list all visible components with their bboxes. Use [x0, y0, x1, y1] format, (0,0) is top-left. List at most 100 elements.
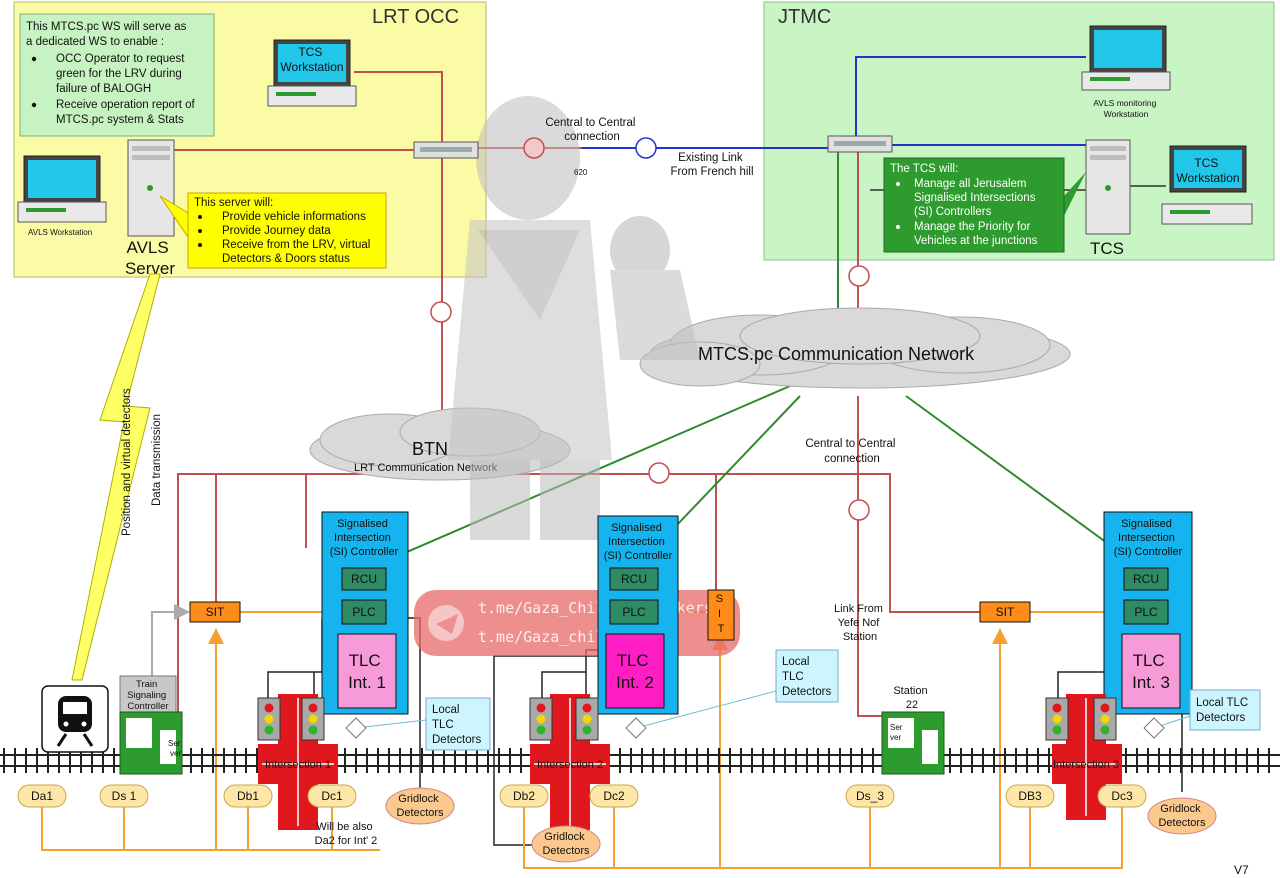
svg-text:TLC Int. 2: TLC Int. 2	[616, 651, 654, 692]
intersection-1: Intersection 1	[258, 694, 338, 830]
si-controller-1: Signalised Intersection (SI) Controller …	[321, 511, 409, 715]
traffic-light-icon	[1045, 697, 1069, 741]
avls-server-icon	[127, 139, 175, 237]
svg-text:Ser ver: Ser ver	[168, 739, 183, 758]
detector-pill: Ds 1	[99, 784, 149, 808]
occ-tcs-workstation-label: TCS Workstation	[280, 45, 343, 74]
gridlock-detectors-1: Gridlock Detectors	[385, 787, 455, 825]
radio-label-1: Position and virtual detectors	[121, 388, 133, 536]
btn-label: BTN	[412, 439, 448, 459]
svg-text:Intersection 2: Intersection 2	[537, 759, 603, 771]
detector-pill: Db2	[499, 784, 549, 808]
detector-label: Da1	[31, 789, 53, 803]
gridlock-detectors-3: Gridlock Detectors	[1147, 797, 1217, 835]
jtmc-tcs-note: The TCS will: Manage all Jerusalem Signa…	[883, 157, 1086, 253]
lrt-occ-title: LRT OCC	[372, 6, 459, 28]
jtmc-tcs-workstation-label: TCS Workstation	[1176, 156, 1239, 185]
svg-text:TLC Int. 3: TLC Int. 3	[1132, 651, 1170, 692]
c2c-mid-label: Central to Central connection	[805, 438, 898, 465]
svg-text:Signalised Intersection: Signalised Intersection (SI) Controller	[1114, 518, 1183, 558]
detector-label: Dc3	[1111, 789, 1133, 803]
svg-text:Station 22: Station 22	[893, 685, 930, 711]
sit-box-1: SIT	[189, 601, 241, 623]
train-signaling-controller: Train Signaling Controller Ser ver	[119, 675, 183, 775]
c2c-top-label: Central to Central connection	[545, 117, 638, 143]
svg-text:SIT: SIT	[206, 605, 225, 619]
svg-text:S I T: S I T	[716, 593, 726, 635]
link-node-icons	[430, 137, 870, 521]
detector-pill: Dc3	[1097, 784, 1147, 808]
jtmc-tcs-workstation-icon	[1161, 145, 1253, 225]
watermark-figure	[448, 96, 700, 540]
traffic-light-icons	[257, 697, 1117, 741]
svg-text:Gridlock Detectors: Gridlock Detectors	[542, 831, 590, 857]
detector-pill: Db1	[223, 784, 273, 808]
svg-text:This MTCS.pc WS will serve as: This MTCS.pc WS will serve as a dedicate…	[26, 21, 198, 126]
detector-label: Ds_3	[856, 789, 884, 803]
jtmc-avls-monitoring-label: AVLS monitoring Workstation	[1093, 98, 1159, 119]
traffic-light-icon	[257, 697, 281, 741]
plc-label-1: PLC	[352, 605, 376, 619]
svg-text:Local TLC Detectors: Local TLC Detectors	[1196, 697, 1251, 724]
version-label: V7	[1234, 863, 1249, 877]
jtmc-avls-monitoring-icon	[1081, 25, 1171, 91]
radio-bolt-icon	[71, 273, 161, 681]
local-tlc-callout-3: Local TLC Detectors	[1189, 689, 1261, 731]
svg-text:Train Signaling Co: Train Signaling Controller	[127, 679, 169, 712]
yefe-link-label: Link From Yefe Nof Station	[834, 603, 886, 643]
svg-text:Signalised Intersection: Signalised Intersection (SI) Controller	[604, 522, 673, 562]
si-controller-2: Signalised Intersection (SI) Controller …	[597, 515, 679, 715]
svg-text:Local TLC Detector: Local TLC Detectors	[782, 656, 831, 698]
local-tlc-callout-2: Local TLC Detectors	[775, 649, 839, 703]
local-detector-icons	[345, 717, 1165, 739]
sit-box-3: SIT	[979, 601, 1031, 623]
traffic-light-icon	[529, 697, 553, 741]
btn-sub-label: LRT Communication Network	[354, 462, 498, 474]
detector-pill: Ds_3	[845, 784, 895, 808]
will-be-note: Will be also Da2 for Int' 2	[315, 821, 378, 847]
occ-note: This MTCS.pc WS will serve as a dedicate…	[19, 13, 215, 137]
avls-server-label: AVLS Server	[125, 238, 175, 278]
svg-text:SIT: SIT	[996, 605, 1015, 619]
detector-pill: Dc1	[307, 784, 357, 808]
traffic-light-icon	[1093, 697, 1117, 741]
occ-avls-workstation-icon	[17, 155, 107, 223]
mtcs-network-label: MTCS.pc Communication Network	[698, 344, 975, 364]
svg-text:This server will: Provid: This server will: Provide vehicle inform…	[194, 197, 374, 265]
jtmc-title: JTMC	[778, 6, 831, 28]
rcu-label-1: RCU	[351, 572, 377, 586]
detector-label: Dc1	[321, 789, 343, 803]
svg-text:Signalised Intersection: Signalised Intersection (SI) Controller	[330, 518, 399, 558]
svg-text:The TCS will: Manage all: The TCS will: Manage all Jerusalem Signa…	[890, 163, 1039, 247]
svg-text:Intersection 1: Intersection 1	[265, 759, 331, 771]
traffic-light-icon	[575, 697, 599, 741]
radio-label-2: Data transmission	[151, 414, 163, 506]
sit-box-vertical: S I T	[707, 589, 735, 641]
si-controller-3: Signalised Intersection (SI) Controller …	[1103, 511, 1193, 715]
existing-link-label: Existing Link From French hill	[670, 152, 753, 178]
occ-network-switch	[413, 141, 479, 159]
jtmc-tcs-label: TCS	[1090, 239, 1124, 258]
occ-tcs-workstation-icon	[267, 39, 357, 107]
local-tlc-callout-1: Local TLC Detectors	[425, 697, 491, 751]
watermark-banner: t.me/Gaza_Children_hackers t.me/Gaza_chi…	[414, 590, 740, 656]
detector-pill: Da1	[17, 784, 67, 808]
plc-label-2: PLC	[622, 605, 646, 619]
rcu-label-2: RCU	[621, 572, 647, 586]
svg-text:Local TLC Detector: Local TLC Detectors	[432, 704, 481, 746]
jtmc-network-switch	[827, 135, 893, 153]
detector-pill: DB3	[1005, 784, 1055, 808]
plc-label-3: PLC	[1134, 605, 1158, 619]
jtmc-tcs-server-icon	[1085, 139, 1131, 235]
detector-label: Ds 1	[112, 789, 137, 803]
station-22: Station 22 Ser ver	[881, 685, 945, 775]
rcu-label-3: RCU	[1133, 572, 1159, 586]
svg-text:Gridlock Detectors: Gridlock Detectors	[1158, 803, 1206, 829]
gridlock-detectors-2: Gridlock Detectors	[531, 825, 601, 863]
svg-text:Intersection 3: Intersection 3	[1053, 759, 1119, 771]
detector-pill: Dc2	[589, 784, 639, 808]
detector-label: DB3	[1018, 789, 1042, 803]
detector-pills: Da1 Ds 1 Db1 Dc1 Db2 Dc2 Ds_3 DB3 Dc3	[17, 784, 1147, 808]
detector-label: Db2	[513, 789, 535, 803]
